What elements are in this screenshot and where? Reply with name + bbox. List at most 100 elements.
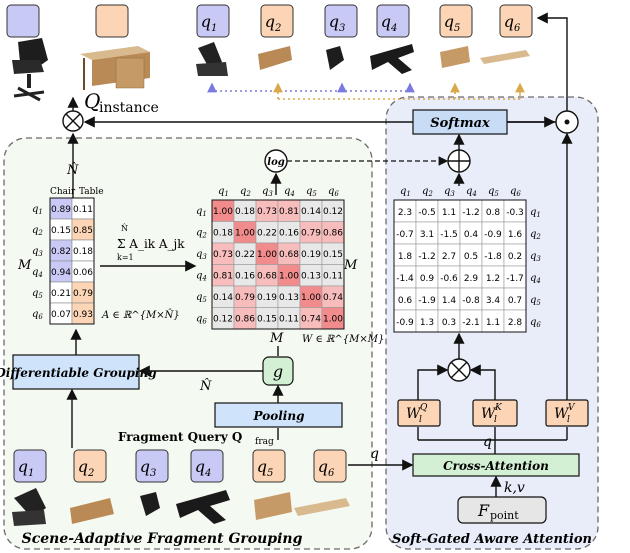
a-value-4-0: 0.21 — [51, 289, 71, 299]
w-value-0-1: 0.18 — [235, 207, 255, 217]
attn-value-3-4: 1.2 — [486, 274, 500, 284]
wv-box: W V l — [545, 399, 589, 427]
svg-text:W: W — [554, 406, 570, 422]
w-value-2-4: 0.19 — [301, 250, 321, 260]
w-value-5-0: 0.12 — [213, 315, 233, 325]
a-row-label-q2: q2 — [32, 225, 43, 237]
w-row-label-q3: q3 — [196, 249, 207, 261]
differentiable-grouping-box — [12, 354, 140, 390]
sum-upper-limit: N̂ — [121, 224, 128, 233]
w-col-label-q6: q6 — [328, 186, 339, 198]
attn-col-label-q5: q5 — [488, 186, 499, 198]
attn-value-3-1: 0.9 — [420, 274, 435, 284]
attn-value-2-1: -1.2 — [418, 252, 436, 262]
attn-row-label-q1: q1 — [530, 207, 541, 219]
attn-value-2-4: -1.8 — [484, 252, 502, 262]
attn-value-4-3: -0.8 — [462, 296, 480, 306]
attn-value-0-2: 1.1 — [442, 208, 456, 218]
w-row-label-q6: q6 — [196, 314, 207, 326]
plus-operator — [447, 149, 471, 173]
m-label-right: M — [343, 258, 358, 273]
attn-value-0-5: -0.3 — [506, 208, 524, 218]
gate-dot-operator — [555, 110, 579, 134]
softmax-label: Softmax — [430, 116, 490, 131]
w-value-2-2: 1.00 — [257, 250, 277, 260]
a-matrix-label: A ∈ ℝ^{M×N̂} — [101, 309, 180, 321]
top-query-q3: q3 — [324, 4, 358, 38]
instance-table-image — [80, 46, 150, 90]
fragment-query-label: Fragment Query Q — [118, 430, 242, 444]
bottom-query-q1: q1 — [13, 449, 47, 483]
attn-value-0-4: 0.8 — [486, 208, 501, 218]
attn-value-4-0: 0.6 — [398, 296, 413, 306]
sum-lower-limit: k=1 — [117, 253, 134, 262]
w-value-2-1: 0.22 — [235, 250, 255, 260]
attn-value-0-1: -0.5 — [418, 208, 436, 218]
attn-value-2-3: 0.5 — [464, 252, 478, 262]
w-value-3-5: 0.11 — [323, 272, 343, 282]
attn-value-3-3: 2.9 — [464, 274, 479, 284]
top-query-q5: q5 — [439, 4, 473, 38]
attn-value-1-2: -1.5 — [440, 230, 458, 240]
sum-formula: Σ A_ik A_jk — [117, 237, 185, 251]
w-value-1-5: 0.86 — [323, 229, 343, 239]
kv-label: k,v — [504, 480, 525, 496]
w-col-label-q5: q5 — [306, 186, 317, 198]
a-row-label-q1: q1 — [32, 204, 43, 216]
attn-row-label-q4: q4 — [530, 273, 541, 285]
w-row-label-q1: q1 — [196, 206, 207, 218]
q-instance-subscript: instance — [99, 100, 159, 116]
a-row-label-q6: q6 — [32, 309, 43, 321]
bottom-query-q3: q3 — [135, 449, 169, 483]
a-value-0-1: 0.11 — [73, 205, 93, 215]
a-col-chair: Chair — [50, 187, 76, 197]
w-value-5-4: 0.74 — [301, 315, 321, 325]
attn-value-3-5: -1.7 — [506, 274, 524, 284]
top-query-q1: q1 — [196, 4, 230, 38]
svg-text:l: l — [419, 415, 422, 425]
w-col-label-q2: q2 — [240, 186, 251, 198]
w-matrix-label: W ∈ ℝ^{M×M} — [302, 334, 384, 345]
a-value-3-0: 0.94 — [51, 268, 71, 278]
m-label-bottom: M — [269, 331, 284, 346]
w-value-4-1: 0.79 — [235, 293, 255, 303]
attn-value-1-1: 3.1 — [420, 230, 434, 240]
a-value-5-0: 0.07 — [51, 310, 71, 320]
left-panel-caption: Scene-Adaptive Fragment Grouping — [22, 531, 303, 547]
n-hat-label: N̂ — [66, 162, 79, 178]
bottom-query-q2: q2 — [73, 449, 107, 483]
attn-col-label-q2: q2 — [422, 186, 433, 198]
fragment-query-subscript: frag — [255, 437, 274, 447]
attn-value-5-1: 1.3 — [420, 318, 434, 328]
w-value-3-2: 0.68 — [257, 272, 277, 282]
instance-multiply-operator — [62, 110, 84, 132]
svg-text:W: W — [481, 406, 497, 422]
attn-value-4-2: 1.4 — [442, 296, 457, 306]
attn-value-4-5: 0.7 — [508, 296, 522, 306]
w-value-0-0: 1.00 — [213, 207, 233, 217]
attn-row-label-q2: q2 — [530, 229, 541, 241]
f-point-subscript: point — [490, 509, 519, 522]
w-row-label-q5: q5 — [196, 292, 207, 304]
bottom-object-images — [12, 488, 350, 526]
cross-attention-label: Cross-Attention — [443, 459, 549, 473]
g-function-label: g — [273, 362, 283, 381]
attn-col-label-q6: q6 — [510, 186, 521, 198]
w-value-5-5: 1.00 — [323, 315, 343, 325]
table-color-swatch — [95, 4, 129, 38]
wk-box: W K l — [472, 399, 518, 427]
w-value-1-0: 0.18 — [213, 229, 233, 239]
attn-col-label-q1: q1 — [400, 186, 411, 198]
w-value-0-2: 0.73 — [257, 207, 277, 217]
svg-text:l: l — [494, 415, 497, 425]
top-query-q2: q2 — [260, 4, 294, 38]
pooling-box — [214, 402, 343, 428]
a-row-label-q5: q5 — [32, 288, 43, 300]
n-hat-mid-label: N̂ — [199, 378, 212, 394]
pooling-label: Pooling — [253, 409, 305, 423]
svg-text:l: l — [567, 415, 570, 425]
attn-value-5-5: 2.8 — [508, 318, 523, 328]
attn-value-3-0: -1.4 — [396, 274, 414, 284]
w-row-label-q2: q2 — [196, 228, 207, 240]
